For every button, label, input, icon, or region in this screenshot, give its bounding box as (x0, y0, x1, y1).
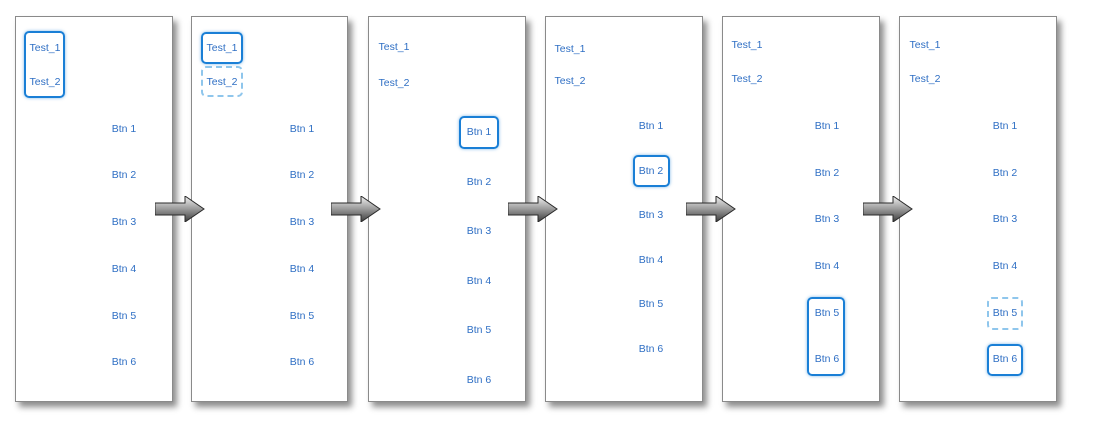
label-btn-2: Btn 2 (638, 165, 664, 177)
label-test-1: Test_1 (909, 39, 941, 51)
previous-focus-test-2 (201, 66, 243, 97)
label-test-2: Test_2 (554, 75, 586, 87)
label-test-2: Test_2 (29, 76, 61, 88)
label-btn-4: Btn 4 (638, 254, 664, 266)
focus-ring-btn-5-6 (807, 297, 845, 376)
label-btn-6: Btn 6 (814, 353, 840, 365)
focus-ring-btn-2 (633, 155, 670, 187)
label-btn-6: Btn 6 (289, 356, 315, 368)
label-btn-1: Btn 1 (638, 120, 664, 132)
label-btn-3: Btn 3 (289, 216, 315, 228)
panel-step-2: Test_1 Test_2 Btn 1 Btn 2 Btn 3 Btn 4 Bt… (191, 16, 348, 402)
label-btn-1: Btn 1 (992, 120, 1018, 132)
label-btn-5: Btn 5 (111, 310, 137, 322)
label-btn-5: Btn 5 (289, 310, 315, 322)
right-arrow-icon (508, 196, 558, 222)
focus-ring-btn-1 (459, 116, 499, 149)
label-btn-2: Btn 2 (814, 167, 840, 179)
label-btn-5: Btn 5 (814, 307, 840, 319)
label-test-1: Test_1 (378, 41, 410, 53)
label-btn-1: Btn 1 (814, 120, 840, 132)
right-arrow-icon (155, 196, 205, 222)
label-btn-2: Btn 2 (466, 176, 492, 188)
label-btn-3: Btn 3 (466, 225, 492, 237)
label-test-1: Test_1 (554, 43, 586, 55)
label-btn-5: Btn 5 (466, 324, 492, 336)
label-test-1: Test_1 (206, 42, 238, 54)
label-btn-6: Btn 6 (638, 343, 664, 355)
label-test-2: Test_2 (378, 77, 410, 89)
panel-step-6: Test_1 Test_2 Btn 1 Btn 2 Btn 3 Btn 4 Bt… (899, 16, 1057, 402)
focus-ring-btn-6 (987, 344, 1023, 376)
label-btn-5: Btn 5 (638, 298, 664, 310)
label-btn-1: Btn 1 (466, 126, 492, 138)
focus-ring-test-group (24, 31, 65, 98)
label-btn-3: Btn 3 (638, 209, 664, 221)
label-btn-1: Btn 1 (111, 123, 137, 135)
label-test-2: Test_2 (909, 73, 941, 85)
right-arrow-icon (863, 196, 913, 222)
label-btn-6: Btn 6 (466, 374, 492, 386)
panel-step-4: Test_1 Test_2 Btn 1 Btn 2 Btn 3 Btn 4 Bt… (545, 16, 703, 402)
label-test-1: Test_1 (29, 42, 61, 54)
label-btn-1: Btn 1 (289, 123, 315, 135)
label-btn-3: Btn 3 (111, 216, 137, 228)
panel-step-5: Test_1 Test_2 Btn 1 Btn 2 Btn 3 Btn 4 Bt… (722, 16, 880, 402)
label-btn-4: Btn 4 (289, 263, 315, 275)
label-btn-2: Btn 2 (289, 169, 315, 181)
label-test-1: Test_1 (731, 39, 763, 51)
label-btn-5: Btn 5 (992, 307, 1018, 319)
label-btn-4: Btn 4 (111, 263, 137, 275)
label-btn-6: Btn 6 (111, 356, 137, 368)
right-arrow-icon (686, 196, 736, 222)
label-btn-4: Btn 4 (466, 275, 492, 287)
label-btn-4: Btn 4 (992, 260, 1018, 272)
label-btn-3: Btn 3 (814, 213, 840, 225)
label-btn-2: Btn 2 (992, 167, 1018, 179)
label-test-2: Test_2 (731, 73, 763, 85)
previous-focus-btn-5 (987, 297, 1023, 330)
focus-ring-test-1 (201, 32, 243, 64)
label-test-2: Test_2 (206, 76, 238, 88)
label-btn-6: Btn 6 (992, 353, 1018, 365)
right-arrow-icon (331, 196, 381, 222)
panel-step-3: Test_1 Test_2 Btn 1 Btn 2 Btn 3 Btn 4 Bt… (368, 16, 526, 402)
label-btn-4: Btn 4 (814, 260, 840, 272)
panel-step-1: Test_1 Test_2 Btn 1 Btn 2 Btn 3 Btn 4 Bt… (15, 16, 173, 402)
label-btn-3: Btn 3 (992, 213, 1018, 225)
label-btn-2: Btn 2 (111, 169, 137, 181)
